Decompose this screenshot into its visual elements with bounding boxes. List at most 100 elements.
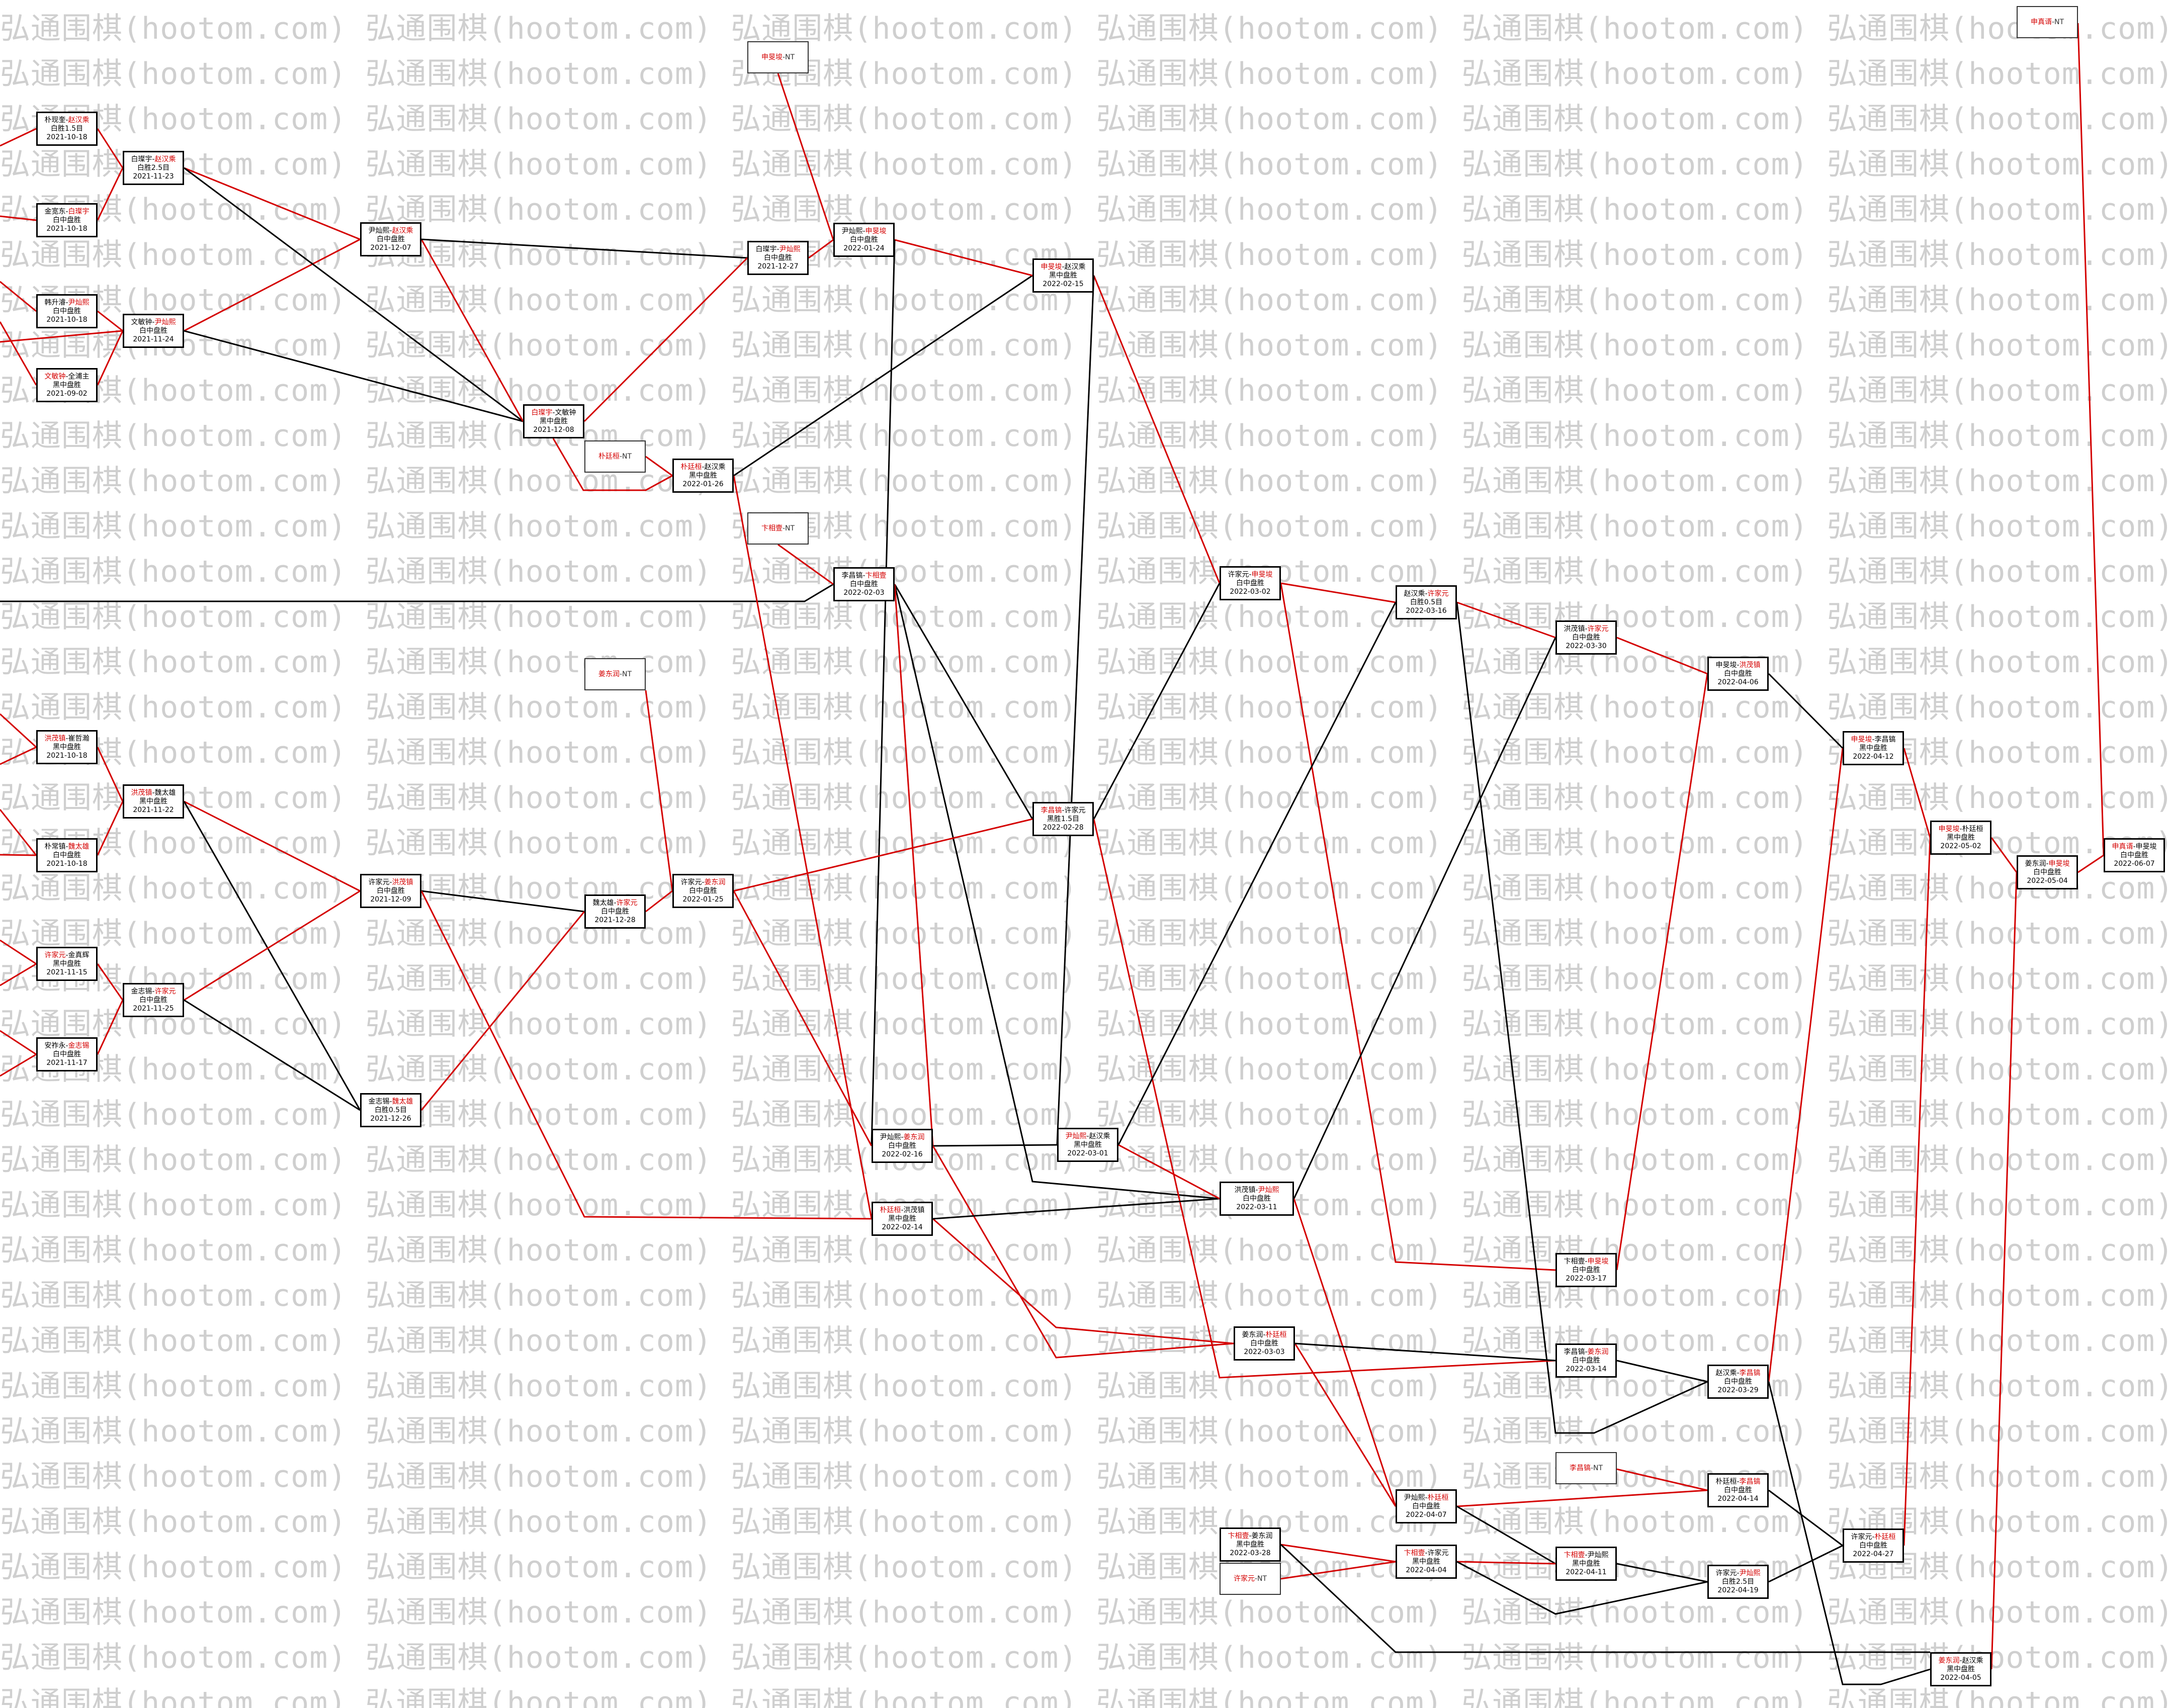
player-separator: - — [2046, 859, 2049, 868]
player-separator: - — [65, 116, 68, 124]
win-link — [1616, 637, 1708, 675]
match-date: 2022-03-16 — [1406, 606, 1447, 615]
match-players: 姜东润-NT — [598, 670, 632, 679]
win-link — [97, 128, 124, 168]
player-black: 李昌镐 — [1564, 1347, 1585, 1356]
win-link — [733, 475, 873, 1219]
match-players: 魏太雄-许家元 — [592, 899, 637, 908]
match-result: 白中盘胜 — [53, 216, 81, 224]
match-result: 白中盘胜 — [601, 907, 629, 916]
player-black: 申旻埈 — [761, 53, 783, 61]
player-black: 李昌镐 — [1040, 806, 1062, 815]
win-link — [1990, 837, 2018, 873]
player-white: 朴廷桓 — [1427, 1493, 1449, 1502]
player-separator: - — [1585, 624, 1588, 633]
match-result: 白中盘胜 — [1572, 1356, 1600, 1365]
win-link — [645, 690, 673, 891]
player-separator: - — [1872, 735, 1875, 744]
match-players: 文敏钟-全浦主 — [44, 373, 89, 381]
match-players: 卞相壹-申旻埈 — [1564, 1257, 1608, 1266]
match-date: 2022-02-16 — [882, 1150, 923, 1158]
player-separator: - — [1425, 1493, 1428, 1502]
player-separator: - — [1062, 806, 1065, 815]
win-link — [733, 890, 873, 1146]
win-link — [808, 239, 834, 259]
match-players: 白璨宇-文敏钟 — [531, 409, 576, 417]
win-link — [1990, 872, 2018, 1670]
player-black: 许家元 — [1715, 1569, 1737, 1577]
match-date: 2022-03-30 — [1566, 642, 1607, 650]
player-separator: - — [1425, 1549, 1428, 1557]
player-separator: - — [614, 898, 617, 907]
player-separator: - — [65, 842, 68, 851]
match-players: 白璨宇-赵汉乘 — [131, 155, 176, 164]
match-result: 白中盘胜 — [850, 580, 878, 588]
player-black: 卞相壹 — [1564, 1551, 1585, 1559]
player-black: 朴廷桓 — [1715, 1477, 1737, 1486]
player-black: 魏太雄 — [592, 898, 614, 907]
match-node: 申旻埈-NT — [747, 41, 809, 73]
player-separator: - — [702, 878, 705, 886]
player-white: 李昌镐 — [1739, 1369, 1761, 1377]
match-players: 卞相壹-NT — [761, 524, 795, 533]
player-separator: - — [1737, 1477, 1740, 1486]
match-players: 朴廷桓-洪茂镇 — [880, 1206, 924, 1215]
player-separator: - — [862, 571, 865, 580]
player-white: 姜东润 — [1587, 1347, 1609, 1356]
match-date: 2021-11-15 — [46, 968, 88, 976]
player-separator: - — [862, 227, 865, 235]
match-date: 2021-11-24 — [133, 335, 174, 343]
match-date: 2021-12-28 — [594, 916, 636, 924]
player-white: 金志锡 — [68, 1041, 90, 1050]
win-link — [420, 911, 585, 1111]
win-link — [97, 747, 124, 802]
match-result: 白中盘胜 — [53, 307, 81, 315]
match-players: 李昌镐-NT — [1570, 1464, 1603, 1473]
win-link — [1280, 1561, 1396, 1580]
player-black: 朴常镇 — [44, 842, 66, 851]
win-link — [97, 330, 124, 386]
match-date: 2022-02-03 — [843, 588, 885, 597]
player-separator: - — [619, 670, 623, 678]
match-date: 2021-12-08 — [533, 425, 574, 434]
player-white: 许家元 — [1064, 806, 1086, 815]
match-date: 2022-03-14 — [1566, 1365, 1607, 1373]
player-white: NT — [1257, 1574, 1267, 1583]
player-separator: - — [389, 878, 392, 886]
match-players: 金宽东-白璨宇 — [44, 208, 89, 216]
player-black: 姜东润 — [2025, 859, 2046, 868]
player-white: 李昌镐 — [1739, 1477, 1761, 1486]
loss-link — [1768, 1381, 1931, 1685]
player-white: NT — [785, 524, 795, 532]
match-players: 许家元-朴廷桓 — [1851, 1533, 1895, 1542]
win-link — [97, 167, 124, 221]
player-separator: - — [65, 1041, 68, 1050]
player-white: 朴廷桓 — [1874, 1533, 1896, 1541]
match-result: 黑胜1.5目 — [1047, 815, 1080, 823]
player-separator: - — [1585, 1551, 1588, 1559]
match-date: 2022-03-01 — [1067, 1149, 1108, 1157]
match-players: 安祚永-金志锡 — [44, 1042, 89, 1050]
match-players: 申旻埈-NT — [761, 53, 795, 62]
player-white: 赵汉乘 — [1962, 1656, 1983, 1665]
player-white: 洪茂镇 — [392, 878, 413, 886]
player-separator: - — [1249, 570, 1252, 579]
match-result: 白中盘胜 — [1412, 1502, 1440, 1510]
player-black: 朴现奎 — [44, 116, 66, 124]
match-date: 2022-01-25 — [682, 895, 724, 904]
match-players: 李昌镐-卞相壹 — [841, 572, 886, 580]
loss-link — [1768, 673, 1844, 749]
